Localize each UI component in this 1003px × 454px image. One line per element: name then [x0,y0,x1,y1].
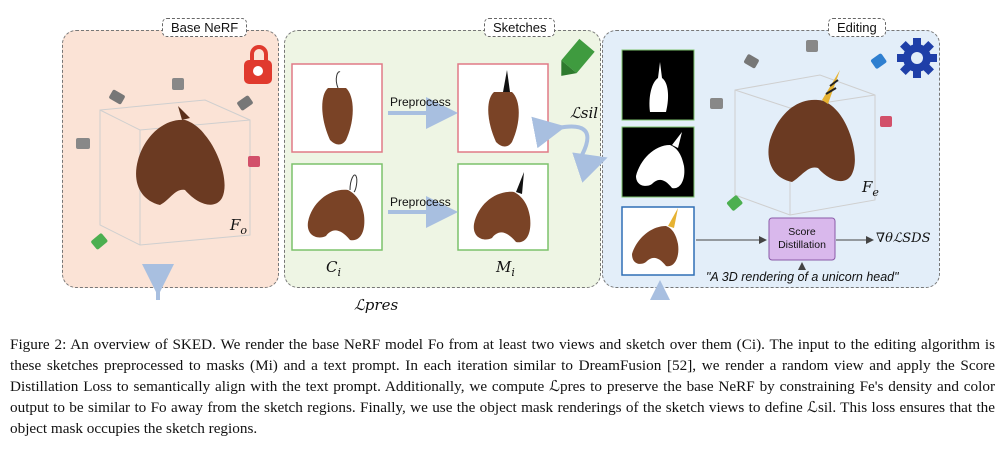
editing-title: Editing [828,18,886,37]
camera-icon-11 [880,116,892,127]
fe-label: Fe [862,178,879,199]
figure-caption: Figure 2: An overview of SKED. We render… [10,336,995,437]
camera-icon-2 [172,78,184,90]
lsil-arrow [531,116,608,183]
preprocess-bottom-label: Preprocess [390,195,451,209]
score-distillation-text: Score Distillation [778,226,826,251]
lpres-label: ℒpres [350,296,403,314]
camera-icon-3 [237,95,253,111]
mi-label: Mi [496,258,515,279]
fo-label: Fo [230,216,248,237]
pencil-icon [561,38,595,76]
score-distillation-box [768,217,836,261]
base-nerf-title: Base NeRF [162,18,248,37]
lock-icon [244,45,272,84]
lpres-arrow [142,264,676,300]
diagram-graphics [76,38,937,300]
camera-icon-7 [744,54,759,69]
camera-icon-8 [806,40,818,52]
camera-icon-9 [871,53,887,69]
horse-head-edited [768,70,855,182]
grad-sds-label: ∇θℒSDS [876,231,931,246]
horse-head-base [136,106,225,205]
lsil-label: ℒsil [570,104,599,122]
sketch-head-side-2 [307,174,365,241]
mask-head-side-2 [473,172,531,243]
sketch-head-front-1 [322,71,353,145]
camera-icon-6 [91,233,108,250]
preprocess-top-label: Preprocess [390,95,451,109]
sketches-title: Sketches [484,18,556,37]
ci-label: Ci [326,258,342,279]
camera-icon-10 [710,98,723,109]
camera-icon-5 [248,156,260,167]
camera-icon-1 [109,89,125,105]
camera-icon-4 [76,138,90,149]
gear-icon [897,38,937,78]
mask-head-front-1 [488,70,519,147]
camera-icon-12 [727,195,743,211]
prompt-text: "A 3D rendering of a unicorn head" [706,270,899,284]
